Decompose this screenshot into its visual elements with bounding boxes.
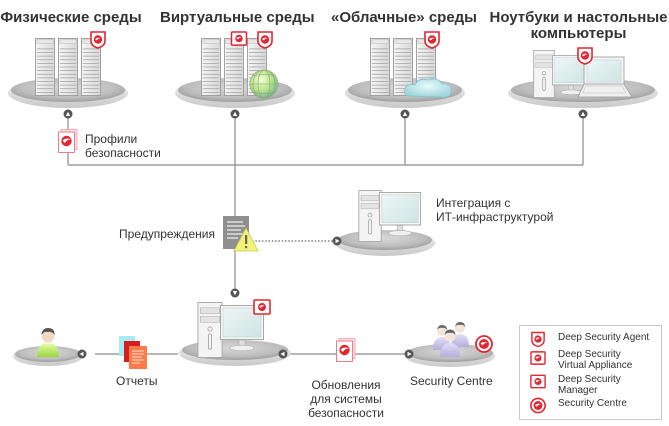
it-integration-node [332, 190, 435, 256]
label-alerts: Предупреждения [119, 227, 215, 241]
security-centre-icon [475, 335, 493, 353]
cloud-icon [404, 78, 452, 98]
heading-virtual-environments: Виртуальные среды [160, 9, 315, 26]
heading-physical-environments: Физические среды [0, 9, 142, 26]
laptop-icon [577, 56, 633, 98]
label-it-integration-line1: Интеграция с [436, 196, 511, 210]
server-icon [201, 38, 221, 96]
label-security-updates-line3: безопасности [308, 406, 384, 420]
deep-security-agent-icon [257, 31, 273, 49]
deep-security-agent-icon [424, 31, 440, 49]
alerts-icon [223, 216, 259, 252]
physical-environment-node [8, 31, 128, 119]
deep-security-agent-icon [577, 47, 593, 65]
security-profile-document-icon [58, 129, 78, 153]
endpoints-node [508, 47, 658, 119]
heading-endpoints: Ноутбуки и настольные компьютеры [488, 10, 669, 42]
label-security-updates: Обновления для системы безопасности [306, 378, 386, 420]
label-reports: Отчеты [116, 374, 158, 388]
desktop-tower-icon [533, 50, 555, 98]
legend-label: Security Centre [558, 398, 627, 409]
reports-icon [119, 336, 147, 369]
deep-security-manager-icon [253, 299, 271, 315]
label-security-profiles: Профили безопасности [85, 132, 161, 160]
heading-cloud-environments: «Облачные» среды [330, 9, 477, 26]
virtual-appliance-icon [230, 31, 248, 46]
shield-icon [531, 331, 545, 348]
virtual-environment-node [175, 31, 295, 119]
globe-icon [249, 69, 279, 99]
monitor-icon [378, 192, 422, 236]
label-security-profiles-line1: Профили [85, 132, 138, 146]
legend: Deep Security Agent Deep Security Virtua… [519, 325, 662, 420]
security-centre-node [404, 322, 495, 367]
legend-label-line1: Deep Security [558, 374, 621, 385]
legend-item-deep-security-agent: Deep Security Agent [528, 331, 649, 349]
security-centre-icon [530, 397, 546, 414]
label-it-integration: Интеграция с ИТ-инфраструктурой [436, 196, 553, 224]
server-icon [35, 38, 55, 96]
legend-item-security-centre: Security Centre [528, 397, 627, 415]
manager-icon [530, 374, 546, 389]
heading-endpoints-line1: Ноутбуки и настольные [489, 9, 668, 26]
label-security-updates-line2: для системы [310, 392, 382, 406]
legend-item-manager: Deep Security Manager [528, 373, 621, 396]
legend-item-virtual-appliance: Deep Security Virtual Appliance [528, 348, 632, 371]
label-security-profiles-line2: безопасности [85, 146, 161, 160]
legend-label: Deep Security Agent [558, 332, 650, 343]
server-icon [58, 38, 78, 96]
legend-label-line2: Virtual Appliance [558, 360, 633, 371]
label-it-integration-line2: ИТ-инфраструктурой [436, 210, 554, 224]
desktop-tower-icon [358, 190, 382, 242]
legend-label-line2: Manager [558, 385, 598, 396]
cloud-environment-node [345, 31, 465, 119]
server-icon [224, 38, 244, 96]
desktop-tower-icon [197, 302, 223, 358]
deep-security-manager-node [179, 288, 291, 366]
user-icon [37, 328, 59, 357]
label-security-updates-line1: Обновления [311, 378, 381, 392]
legend-label-line1: Deep Security [558, 349, 621, 360]
user-node [13, 328, 87, 366]
people-icon [433, 322, 469, 357]
deep-security-agent-icon [90, 31, 106, 49]
server-icon [370, 38, 390, 96]
label-security-centre: Security Centre [410, 374, 493, 388]
virtual-appliance-icon [530, 351, 546, 365]
security-update-document-icon [336, 337, 356, 363]
heading-endpoints-line2: компьютеры [530, 25, 627, 42]
